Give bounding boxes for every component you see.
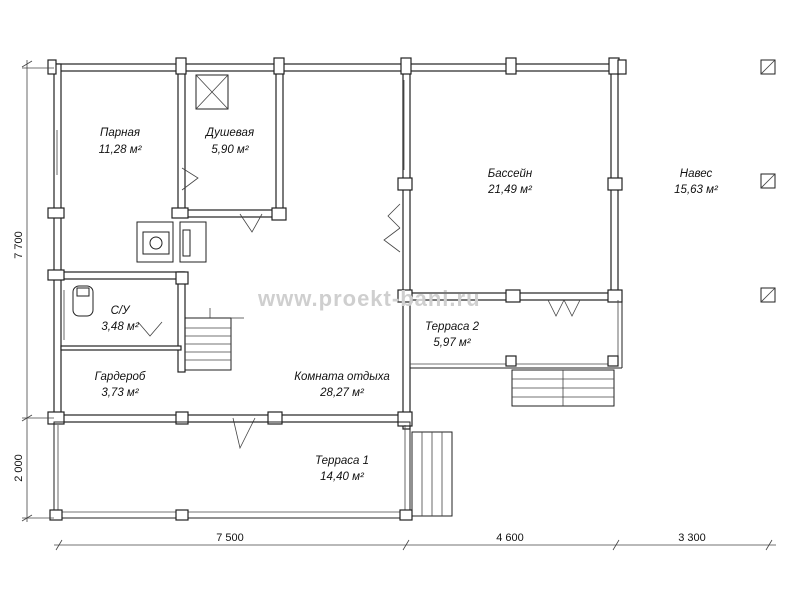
top-wall xyxy=(53,63,625,72)
left-wall xyxy=(53,63,62,423)
shower-door-icon xyxy=(239,213,263,233)
wc-right-wall xyxy=(177,271,186,373)
wc-room-area: 3,48 м² xyxy=(101,321,139,333)
steam-door-icon xyxy=(181,167,199,191)
wardrobe-name: Гардероб xyxy=(95,371,146,383)
terrace1-name: Терраса 1 xyxy=(315,455,369,467)
steam-room-name: Парная xyxy=(100,127,140,139)
steam-room-area: 11,28 м² xyxy=(99,144,143,156)
shower-room-area: 5,90 м² xyxy=(211,144,249,156)
dim-bottom-3: 3 300 xyxy=(678,532,706,544)
dim-bottom-2: 4 600 xyxy=(496,532,524,544)
canopy-posts xyxy=(760,59,776,303)
watermark: www.proekt-bani.ru xyxy=(257,286,481,311)
pool-room-name: Бассейн xyxy=(488,168,533,180)
terrace2-outline xyxy=(410,300,623,407)
toilet-icon xyxy=(72,285,94,317)
steam-right-wall xyxy=(177,63,186,215)
shower-room-name: Душевая xyxy=(204,127,254,139)
terrace2-name: Терраса 2 xyxy=(425,321,480,333)
dimension-lines xyxy=(21,60,776,551)
bottom-wall xyxy=(53,414,411,423)
dim-left-top: 7 700 xyxy=(13,231,25,259)
steam-bottom-wall xyxy=(53,271,185,280)
terrace1-outline xyxy=(49,421,453,521)
wc-room-name: С/У xyxy=(111,305,132,317)
stairs-icon xyxy=(184,308,244,371)
stove-icon xyxy=(136,221,174,263)
wardrobe-partition xyxy=(60,345,182,351)
wardrobe-area: 3,73 м² xyxy=(101,387,139,399)
shower-right-wall xyxy=(275,63,284,220)
terrace-door-icon xyxy=(232,417,256,450)
dim-left-bottom: 2 000 xyxy=(13,454,25,482)
shower-details xyxy=(181,74,263,233)
dimension-labels: 7 700 2 000 7 500 4 600 3 300 xyxy=(13,231,706,544)
lounge-name: Комната отдыха xyxy=(294,371,390,383)
wc-details xyxy=(63,285,163,340)
pool-room-area: 21,49 м² xyxy=(487,184,533,196)
firebox-icon xyxy=(179,221,207,263)
shower-bottom-wall xyxy=(177,209,279,218)
log-joints xyxy=(47,57,627,427)
terrace1-area: 14,40 м² xyxy=(320,471,365,483)
shower-tray-icon xyxy=(195,74,229,110)
wc-door-icon xyxy=(137,321,163,337)
dim-bottom-1: 7 500 xyxy=(216,532,244,544)
doors xyxy=(232,80,581,450)
room-labels: Парная 11,28 м² Душевая 5,90 м² Бассейн … xyxy=(95,127,719,483)
canopy-area: 15,63 м² xyxy=(674,184,719,196)
pool-door-icon xyxy=(383,227,401,253)
lounge-area: 28,27 м² xyxy=(319,387,365,399)
steam-details xyxy=(56,130,207,263)
terrace2-area: 5,97 м² xyxy=(433,337,471,349)
terrace2-door-icon xyxy=(547,299,565,317)
canopy-name: Навес xyxy=(680,168,713,180)
